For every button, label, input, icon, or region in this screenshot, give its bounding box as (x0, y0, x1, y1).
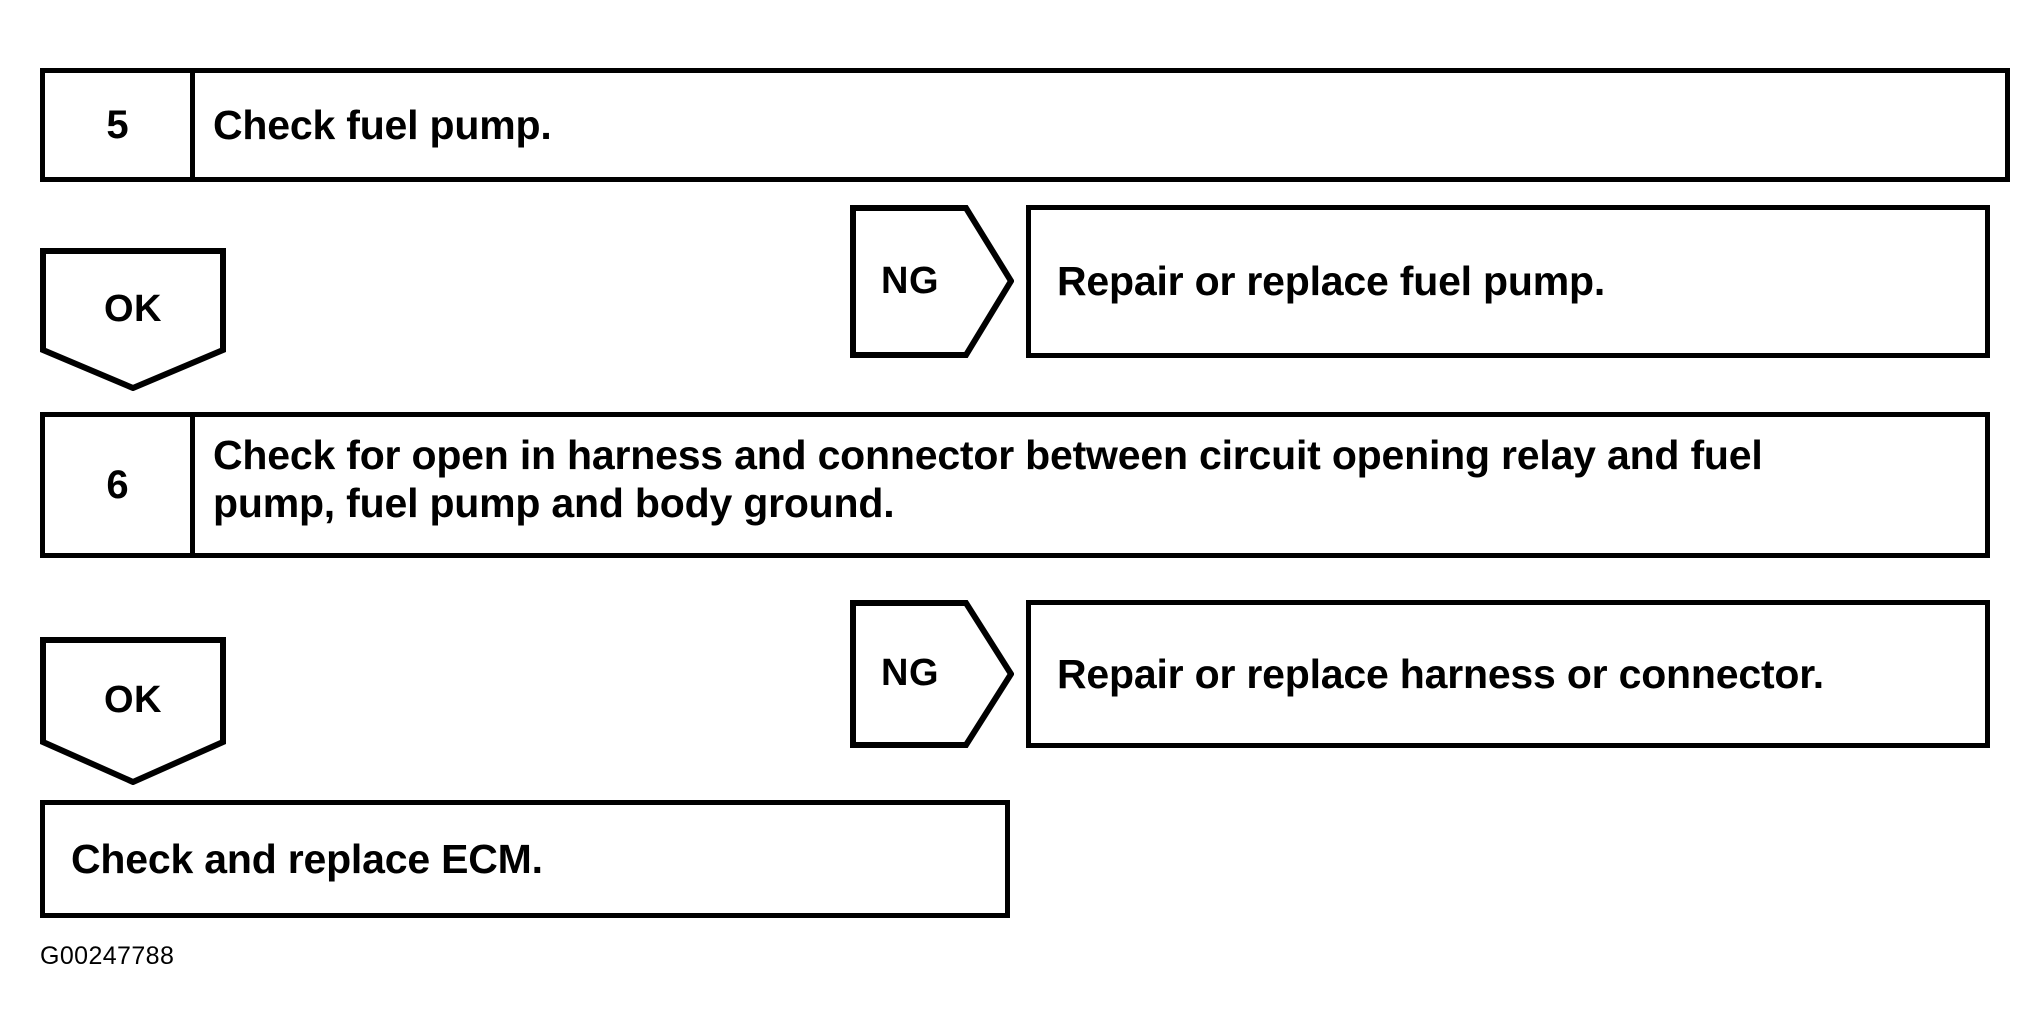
ok-arrow-2-label: OK (104, 679, 162, 721)
ok-arrow-1-label: OK (104, 288, 162, 330)
ng-arrow-2-label: NG (881, 652, 939, 694)
step-box-5: 5 Check fuel pump. (40, 68, 2010, 182)
ng-result-box-1: Repair or replace fuel pump. (1026, 205, 1990, 358)
figure-caption: G00247788 (40, 942, 175, 970)
step-box-6: 6 Check for open in harness and connecto… (40, 412, 1990, 558)
ng-arrow-2: NG (850, 600, 1014, 748)
step-text-6: Check for open in harness and connector … (195, 417, 1985, 553)
ok-arrow-1: OK (40, 248, 226, 391)
step-number-6: 6 (45, 417, 195, 553)
step-text-5: Check fuel pump. (213, 101, 552, 148)
ok-arrow-2: OK (40, 637, 226, 785)
step-text-6-line-2: pump, fuel pump and body ground. (213, 480, 895, 527)
final-step-box: Check and replace ECM. (40, 800, 1010, 918)
ng-arrow-1-label: NG (881, 260, 939, 302)
step-number-5: 5 (45, 73, 195, 177)
ng-arrow-1: NG (850, 205, 1014, 358)
step-text-6-line-1: Check for open in harness and connector … (213, 432, 1763, 478)
ng-result-box-2: Repair or replace harness or connector. (1026, 600, 1990, 748)
